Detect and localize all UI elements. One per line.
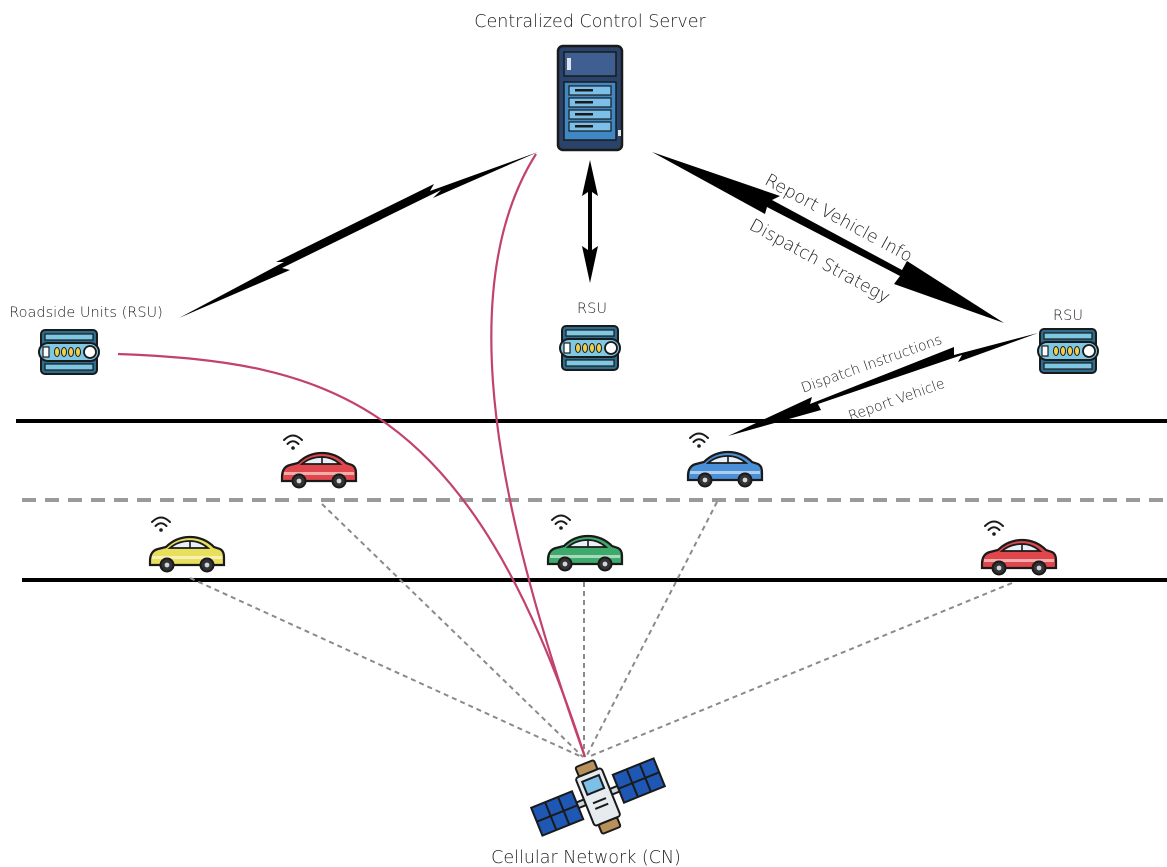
rsu-center-label: RSU [577, 301, 607, 317]
rsu-right-label: RSU [1053, 308, 1083, 324]
wifi-signal-icon [984, 520, 1004, 537]
cellular-links [117, 153, 587, 758]
link-blue-car [585, 501, 718, 758]
vehicle-cellular-links [189, 501, 1013, 758]
wifi-signal-icon [283, 434, 303, 451]
server-label: Centralized Control Server [474, 12, 706, 32]
control-arrows [179, 152, 1038, 436]
report-vehicle-label: Report Vehicle [846, 376, 946, 425]
car-red-top-icon [280, 451, 358, 489]
car-blue-top-icon [686, 450, 764, 488]
wifi-signal-icon [151, 516, 171, 533]
server-icon [556, 44, 624, 152]
car-yellow-bottom-icon [148, 535, 226, 573]
link-red-car-top [321, 503, 584, 758]
arrow-server-rsu-right [652, 152, 1004, 323]
rsu-left-label: Roadside Units (RSU) [9, 305, 163, 321]
rsu-right-icon [1037, 328, 1099, 374]
link-red-car-bottom [587, 582, 1013, 758]
car-green-bottom-icon [546, 534, 624, 572]
cellular-link-rsu-left [117, 352, 587, 758]
arrow-server-rsu-left [179, 152, 538, 318]
cellular-network-label: Cellular Network (CN) [491, 848, 681, 867]
wifi-signal-icon [551, 514, 571, 531]
wifi-signal-icon [689, 432, 709, 449]
rsu-center-icon [559, 325, 621, 371]
road-layer [16, 419, 1167, 582]
arrow-rsu-right-vehicle [728, 333, 1038, 436]
car-red-bottom-icon [980, 538, 1058, 576]
rsu-left-icon [38, 329, 100, 375]
arrow-server-rsu-center [582, 160, 598, 283]
link-yellow-car [189, 577, 583, 758]
satellite-icon [529, 757, 667, 837]
cellular-link-server [490, 153, 587, 758]
